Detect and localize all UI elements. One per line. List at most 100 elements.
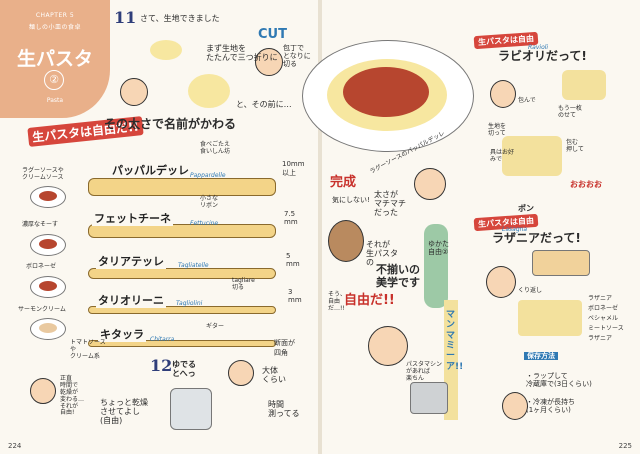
small-note-4: ギター bbox=[206, 323, 225, 330]
plate-illustration bbox=[30, 234, 66, 256]
folded-dough-illustration bbox=[188, 74, 230, 108]
step11-text: さて、生地できました bbox=[140, 14, 220, 23]
chef-face-icon bbox=[490, 80, 516, 108]
chef-face-icon bbox=[30, 378, 56, 404]
page-number-right: 225 bbox=[618, 442, 632, 450]
chapter-english: Pasta bbox=[46, 97, 64, 104]
maemiami-note: そう、 自由 だ…!! bbox=[328, 291, 347, 312]
fettuccine-strip bbox=[88, 224, 276, 238]
lasagna-note-6: ラザニア bbox=[588, 335, 613, 342]
width-tagliatelle: 5 mm bbox=[286, 252, 300, 268]
pasta-en-pappardelle: Pappardelle bbox=[190, 172, 226, 179]
pot-icon bbox=[170, 388, 212, 430]
lasagna-note-1: くり返し bbox=[518, 287, 543, 294]
storage-item-2: ・冷凍が長持ち (1ヶ月くらい) bbox=[526, 398, 575, 415]
pasta-name-tagliatelle: タリアテッレ bbox=[96, 253, 166, 269]
chef-face-icon bbox=[228, 360, 254, 386]
pasta-en-tagliolini: Tagliolini bbox=[176, 300, 203, 307]
lasagna-note-2: ラザニア bbox=[588, 295, 613, 302]
ravioli-note-7: ポン bbox=[518, 204, 534, 213]
ravioli-illustration bbox=[562, 70, 606, 100]
chef-face-icon bbox=[120, 78, 148, 106]
kansei-note: 気にしない! bbox=[332, 196, 370, 204]
storage-title: 保存方法 bbox=[524, 352, 558, 361]
step12-text-1: ゆでる とへっ bbox=[172, 360, 196, 379]
chef-face-icon bbox=[502, 392, 528, 420]
yellow-vertical-text: マンマミーア!! bbox=[446, 310, 464, 372]
storage-item-1: ・ラップして 冷蔵庫で(3日くらい) bbox=[526, 372, 592, 389]
ravioli-note-2: 生地を 切って bbox=[488, 123, 507, 137]
step11-number: 11 bbox=[114, 8, 137, 27]
right-page: ラグーソースのパッパルデッレ 完成 気にしない! 太さが マチマチ だった それ… bbox=[302, 0, 640, 454]
lasagna-note-5: ミートソース bbox=[588, 325, 624, 332]
green-vertical-text: ゆかた 自由② bbox=[428, 240, 449, 257]
step12-number: 12 bbox=[150, 356, 173, 375]
author-face-icon bbox=[414, 168, 446, 200]
chef-face-icon bbox=[328, 220, 364, 262]
small-note-2: 小さな リボン bbox=[200, 195, 219, 209]
width-tagliolini: 3 mm bbox=[288, 288, 302, 304]
ravioli-sheet-illustration bbox=[502, 136, 562, 176]
lasagna-title: ラザニアだって! bbox=[492, 231, 581, 245]
bianco-note: 不揃いの 美学です bbox=[376, 263, 420, 289]
ravioli-note-4: もう一枚 のせて bbox=[558, 105, 582, 119]
pasta-name-chitarra: キタッラ bbox=[98, 326, 146, 342]
ravioli-note-3: 具はお好 みで bbox=[490, 149, 515, 163]
cut-text-1: まず生地を たたんで三つ折りに bbox=[206, 44, 278, 63]
pasta-en-fettuccine: Fettucine bbox=[190, 220, 219, 227]
ravioli-en: Ravioli bbox=[528, 44, 549, 51]
side-note-2: 濃厚なそーす bbox=[22, 221, 59, 228]
chef-face-icon bbox=[486, 266, 516, 298]
chapter-subtitle: 麺しの小皿の食卓 bbox=[28, 24, 81, 31]
width-chitarra: 断面が 四角 bbox=[274, 339, 295, 357]
side-note-1: ラグーソースや クリームソース bbox=[22, 167, 64, 181]
left-page: CHAPTER 5 麺しの小皿の食卓 生パスタ ② Pasta 11 さて、生地… bbox=[0, 0, 318, 454]
pappardelle-strip bbox=[88, 178, 276, 196]
lasagna-layers-illustration bbox=[518, 300, 582, 336]
ravioli-note-1: 包んで bbox=[518, 97, 536, 104]
ravioli-title: ラビオリだって! bbox=[498, 49, 587, 63]
chef-cutting-face-icon bbox=[255, 48, 283, 76]
chapter-tab: CHAPTER 5 麺しの小皿の食卓 生パスタ ② Pasta bbox=[0, 0, 110, 118]
plate-illustration bbox=[30, 276, 66, 298]
person-note: それが 生パスタ の bbox=[366, 240, 398, 268]
width-header: その太さで名前がかわる bbox=[104, 117, 237, 131]
width-pappardelle: 10mm 以上 bbox=[282, 160, 305, 177]
page-number-left: 224 bbox=[8, 442, 22, 450]
lasagna-note-4: ベシャメル bbox=[588, 315, 619, 322]
pasta-en-tagliatelle: Tagliatelle bbox=[178, 262, 209, 269]
gutter bbox=[318, 0, 322, 454]
pasta-name-pappardelle: パッパルデッレ bbox=[110, 162, 191, 178]
cut-text-3: と、その前に… bbox=[236, 100, 292, 109]
step12-text-3: 大体 くらい bbox=[262, 366, 286, 385]
main-dish-plate bbox=[302, 40, 474, 152]
machine-note: パスタマシン があれば 楽ちん bbox=[406, 361, 443, 382]
surprised-face-icon bbox=[368, 326, 408, 366]
cut-text-2: 包丁で となりに 切る bbox=[283, 44, 311, 69]
small-note-3: tagliare 切る bbox=[232, 277, 255, 291]
lasagna-note-3: ボロネーゼ bbox=[588, 305, 619, 312]
step12-note: 正直 時間で 乾燥が 変わる… それが 自由! bbox=[60, 375, 85, 417]
cut-title: CUT bbox=[258, 27, 287, 42]
kansei-label: 完成 bbox=[330, 175, 357, 190]
plate-illustration bbox=[30, 186, 66, 208]
tagliatelle-strip bbox=[88, 268, 276, 279]
side-note-5: トマトソース や クリーム系 bbox=[70, 339, 106, 360]
side-note-4: サーモンクリーム bbox=[18, 306, 66, 313]
chapter-label: CHAPTER 5 bbox=[35, 12, 75, 19]
chapter-title: 生パスタ bbox=[16, 48, 93, 70]
width-note: 太さが マチマチ だった bbox=[374, 190, 406, 218]
width-fettuccine: 7.5 mm bbox=[284, 210, 298, 226]
step12-text-4: 時間 測ってる bbox=[268, 400, 300, 419]
jiyu-label: 自由だ!! bbox=[344, 293, 395, 308]
green-vertical-banner bbox=[424, 224, 448, 308]
pasta-name-tagliolini: タリオリーニ bbox=[96, 292, 166, 308]
ravioli-note-6: おおおお bbox=[570, 180, 602, 189]
plate-illustration bbox=[30, 318, 66, 340]
lasagna-en: Lasagna bbox=[502, 226, 528, 233]
dough-illustration bbox=[150, 40, 182, 60]
chapter-number: ② bbox=[44, 70, 64, 90]
side-note-3: ボロネーゼ bbox=[26, 263, 57, 270]
tagliolini-strip bbox=[88, 306, 276, 314]
ravioli-note-5: 包む 押して bbox=[566, 139, 584, 153]
